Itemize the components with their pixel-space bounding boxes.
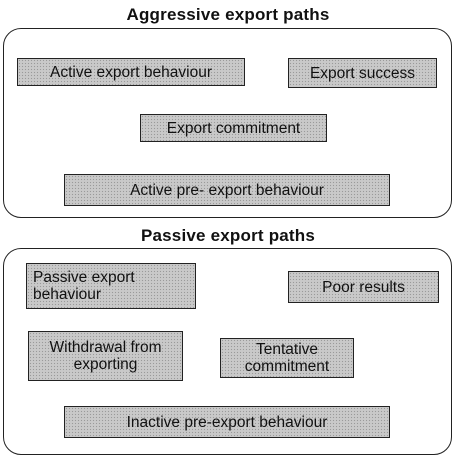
node-export-commitment: Export commitment — [140, 114, 327, 142]
node-tentative-commitment: Tentative commitment — [220, 338, 354, 378]
node-active-pre-export-behaviour: Active pre- export behaviour — [64, 174, 390, 206]
node-passive-export-behaviour: Passive export behaviour — [26, 263, 196, 309]
passive-title: Passive export paths — [140, 226, 316, 245]
node-inactive-pre-export-behaviour: Inactive pre-export behaviour — [64, 406, 390, 438]
node-poor-results: Poor results — [288, 271, 439, 303]
node-export-success: Export success — [288, 58, 437, 88]
node-active-export-behaviour: Active export behaviour — [17, 58, 245, 86]
node-withdrawal-from-exporting: Withdrawal from exporting — [28, 331, 183, 381]
aggressive-title: Aggressive export paths — [126, 5, 330, 24]
